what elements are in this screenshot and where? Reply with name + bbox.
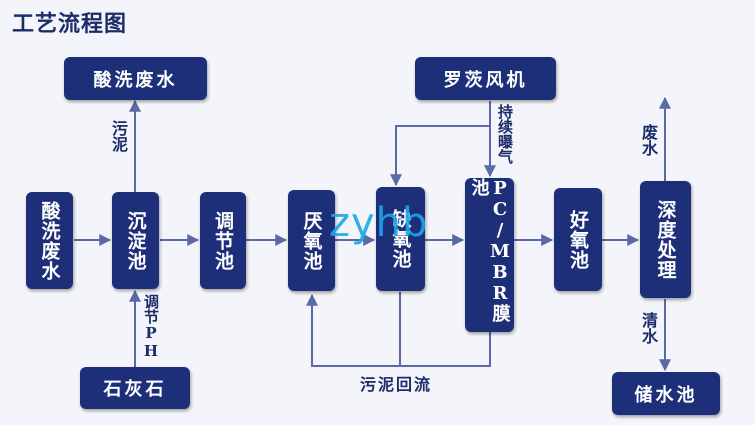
node-settling-tank: 沉淀池 (112, 192, 159, 289)
watermark: zyhb (329, 200, 429, 246)
label-sludge: 污泥 (109, 120, 128, 152)
arrow-mbr-return-to-anoxic (390, 125, 490, 187)
label-continuous-aeration: 持续曝气 (496, 104, 514, 164)
node-pc-mbr-tank: PC/MBR膜池 (465, 178, 514, 332)
node-anaerobic-tank: 厌氧池 (288, 190, 335, 291)
node-storage-tank: 储水池 (612, 372, 720, 415)
node-blower: 罗茨风机 (415, 57, 556, 100)
node-acid-waste-left: 酸洗废水 (26, 192, 73, 289)
label-adjust-ph: 调节PH (142, 294, 160, 360)
node-aerobic-tank: 好氧池 (554, 188, 602, 291)
diagram-title: 工艺流程图 (12, 11, 128, 37)
label-waste-water: 废水 (639, 124, 658, 156)
node-acid-waste-top: 酸洗废水 (64, 57, 207, 100)
label-sludge-return: 污泥回流 (360, 375, 433, 394)
node-regulating-tank: 调节池 (200, 192, 246, 289)
node-advanced-treatment: 深度处理 (640, 181, 691, 298)
node-limestone: 石灰石 (80, 367, 190, 409)
node-anoxic-tank: 缺氧池 (376, 187, 425, 291)
label-clean-water: 清水 (639, 312, 658, 344)
